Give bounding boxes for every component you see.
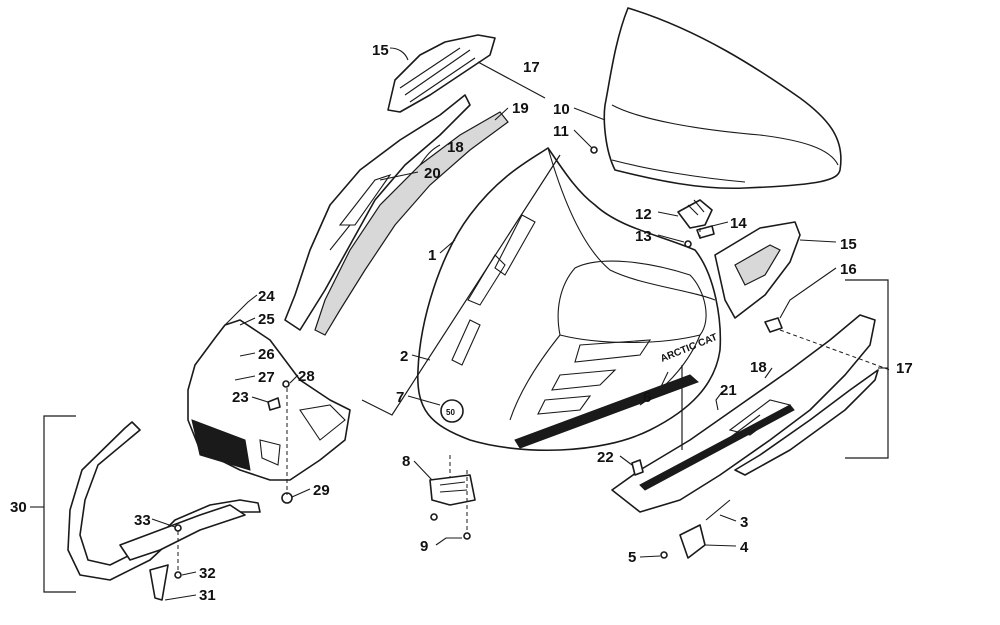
- callout-13: 13: [635, 228, 652, 245]
- hood-emblem-text: 50: [446, 408, 455, 417]
- left-side-panel: [284, 94, 471, 331]
- callout-27: 27: [258, 369, 275, 386]
- upper-left-vent: [387, 34, 496, 113]
- latch-hardware: [267, 380, 731, 559]
- group-brackets: [43, 61, 889, 593]
- left-side-decal: [314, 111, 509, 336]
- callout-28: 28: [298, 368, 315, 385]
- callout-11: 11: [553, 123, 569, 140]
- callout-17-upper: 17: [523, 59, 540, 76]
- nose-cover: [187, 319, 351, 481]
- callout-31: 31: [199, 587, 216, 604]
- callout-25: 25: [258, 311, 275, 328]
- callout-15-right: 15: [840, 236, 857, 253]
- callout-18-right: 18: [750, 359, 767, 376]
- callout-33: 33: [134, 512, 151, 529]
- callout-5: 5: [628, 549, 636, 566]
- callout-1: 1: [428, 247, 436, 264]
- hinge-bracket: [429, 474, 476, 540]
- callout-17-right: 17: [896, 360, 913, 377]
- callout-10: 10: [553, 101, 570, 118]
- callout-32: 32: [199, 565, 216, 582]
- callout-4: 4: [740, 539, 749, 556]
- windshield: [603, 7, 842, 190]
- callout-15-upper: 15: [372, 42, 389, 59]
- hood: ARCTIC CAT 50: [417, 147, 722, 452]
- callout-20: 20: [424, 165, 441, 182]
- windshield-bracket: [590, 146, 715, 248]
- leader-lines: [30, 47, 888, 601]
- callout-8: 8: [402, 453, 410, 470]
- callout-7: 7: [396, 389, 404, 406]
- callout-14: 14: [730, 215, 747, 232]
- callout-26: 26: [258, 346, 275, 363]
- callout-3: 3: [740, 514, 748, 531]
- right-vent: [714, 221, 801, 319]
- callout-30: 30: [10, 499, 27, 516]
- callout-12: 12: [635, 206, 652, 223]
- right-fastener: [764, 317, 783, 333]
- callout-2: 2: [400, 348, 408, 365]
- callout-24: 24: [258, 288, 275, 305]
- callout-9: 9: [420, 538, 428, 555]
- callout-23: 23: [232, 389, 249, 406]
- front-bumper: [67, 421, 261, 601]
- right-side-panel: [611, 314, 879, 513]
- callout-29: 29: [313, 482, 330, 499]
- callout-21: 21: [720, 382, 737, 399]
- callout-labels: 15 17 19 18 20 10 11 12 13 14 15 16 17 1…: [10, 42, 913, 604]
- callout-22: 22: [597, 449, 614, 466]
- callout-6: 6: [643, 389, 651, 406]
- callout-19: 19: [512, 100, 529, 117]
- callout-18-left: 18: [447, 139, 464, 156]
- assembly-lines: [177, 228, 891, 572]
- hood-emblem: [440, 399, 464, 423]
- callout-16: 16: [840, 261, 857, 278]
